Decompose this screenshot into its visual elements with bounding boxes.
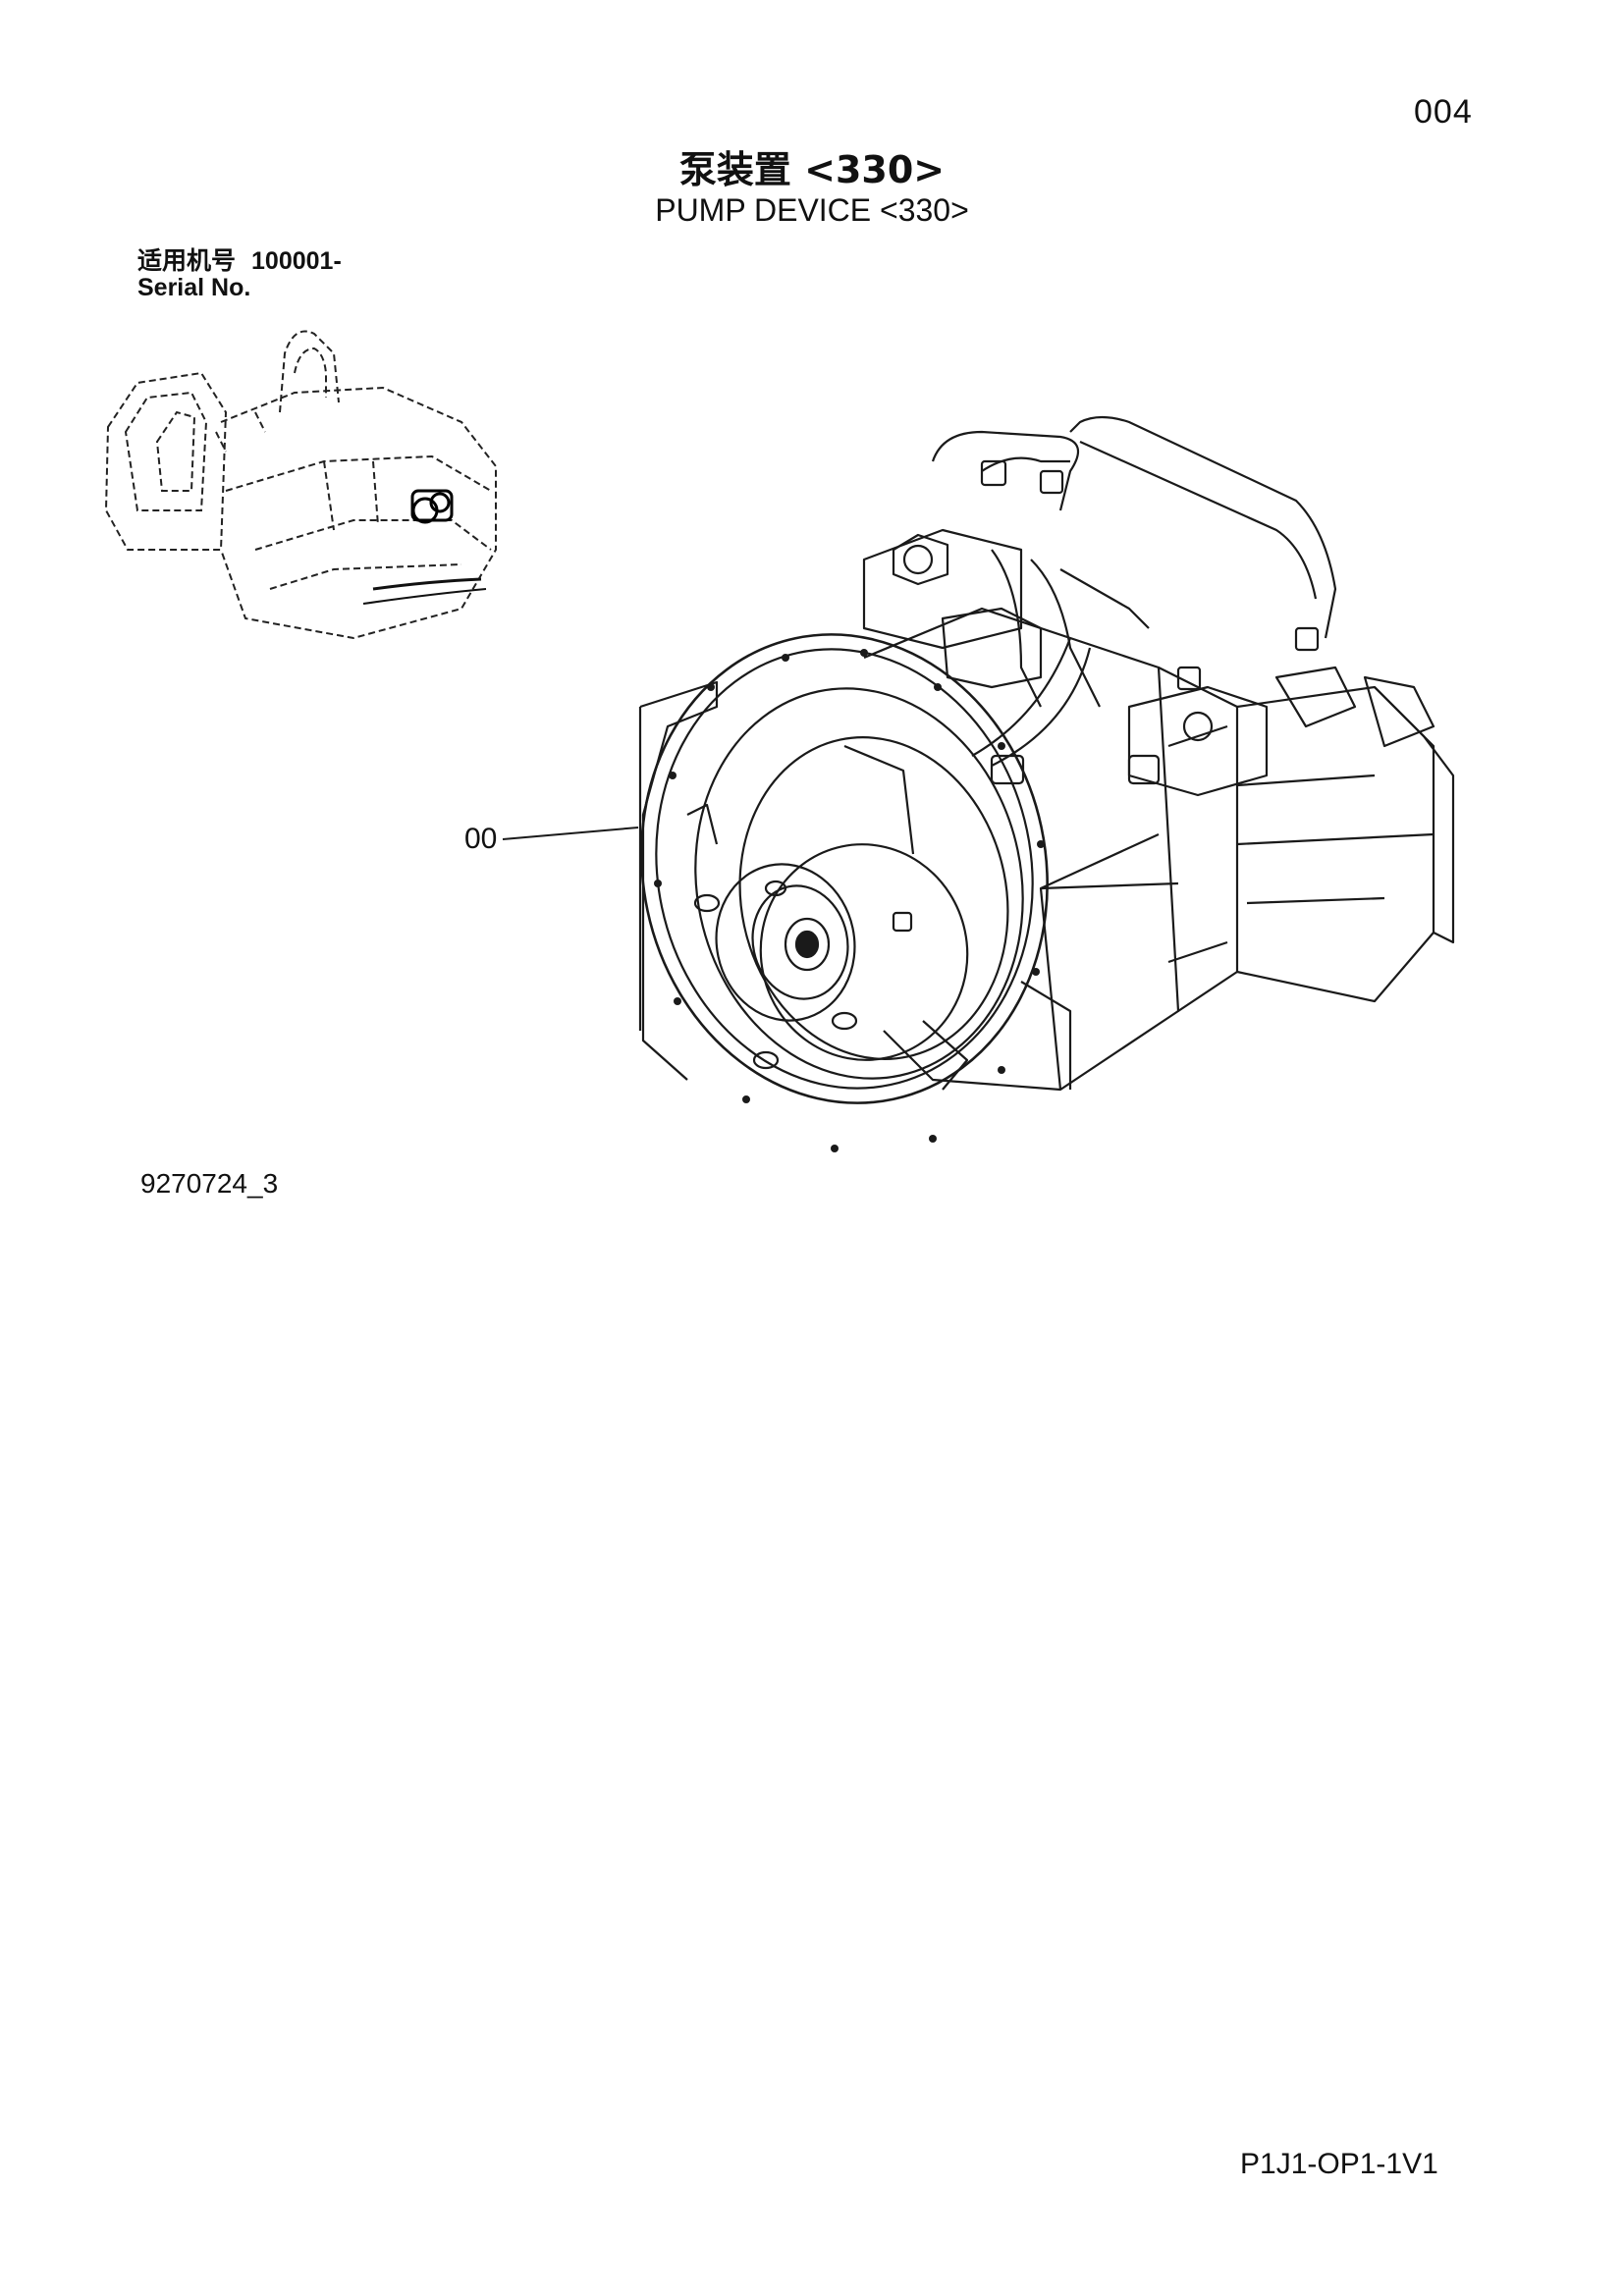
serial-number-block: 适用机号 100001- Serial No. xyxy=(137,247,342,301)
figure-id: 9270724_3 xyxy=(140,1168,279,1199)
part-callout-label: 00 xyxy=(464,823,498,855)
serial-label-english: Serial No. xyxy=(137,274,251,301)
page-number: 004 xyxy=(1414,93,1473,131)
serial-label-chinese: 适用机号 xyxy=(137,246,237,275)
page-title-english: PUMP DEVICE <330> xyxy=(655,192,969,228)
page-title-chinese: 泵装置 <330> xyxy=(678,148,946,191)
document-code: P1J1-OP1-1V1 xyxy=(1240,2148,1438,2180)
serial-range: 100001- xyxy=(251,247,342,275)
